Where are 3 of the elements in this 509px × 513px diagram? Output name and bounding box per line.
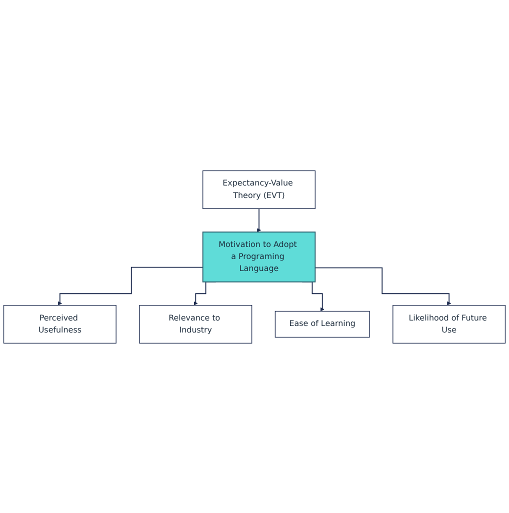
arrow bbox=[256, 208, 262, 232]
arrow bbox=[58, 266, 204, 305]
arrow bbox=[314, 266, 452, 305]
